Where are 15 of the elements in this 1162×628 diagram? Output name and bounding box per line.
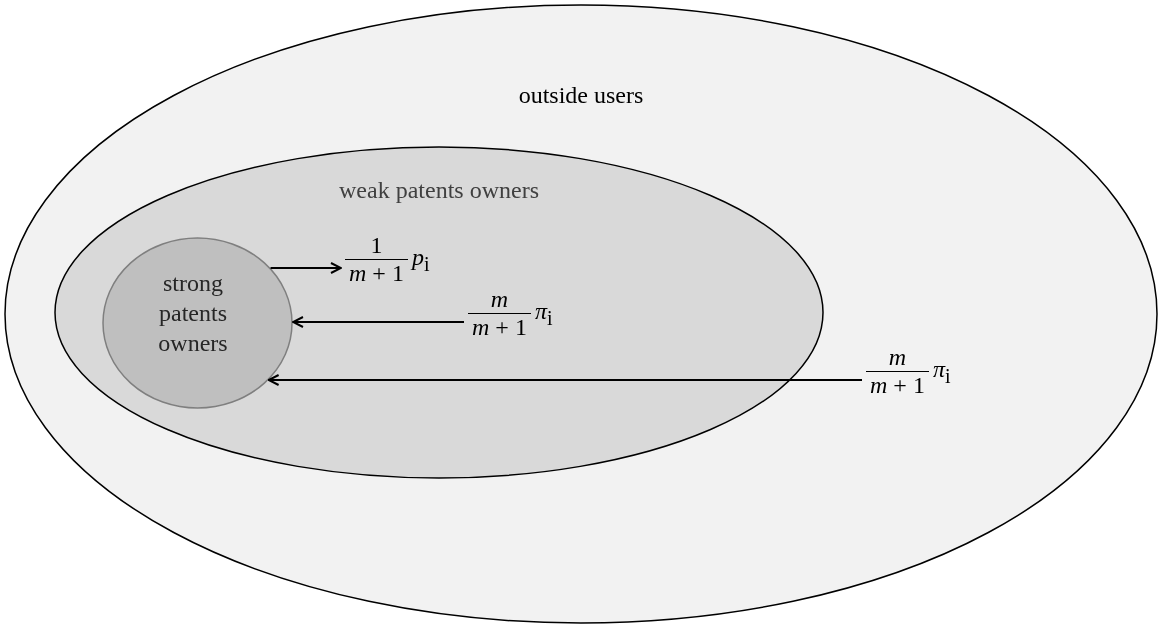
fraction-denominator: m + 1 (471, 314, 528, 341)
fraction-numerator: 1 (345, 232, 408, 260)
fraction-denominator: m + 1 (348, 260, 405, 287)
fraction-numerator: m (468, 286, 531, 314)
arrow (269, 262, 342, 274)
fraction-numerator: m (866, 344, 929, 372)
formula-term: p$_{i}$ (411, 243, 430, 276)
region-label: weak patents owners (338, 176, 540, 205)
formula-term: π$_{i}$ (932, 355, 951, 388)
fraction-denominator: m + 1 (869, 372, 926, 399)
arrow (267, 374, 863, 386)
region-label: strong patents owners (157, 269, 229, 358)
formula-term: π$_{i}$ (534, 297, 553, 330)
arrow (292, 316, 465, 328)
region-label: outside users (517, 81, 645, 110)
